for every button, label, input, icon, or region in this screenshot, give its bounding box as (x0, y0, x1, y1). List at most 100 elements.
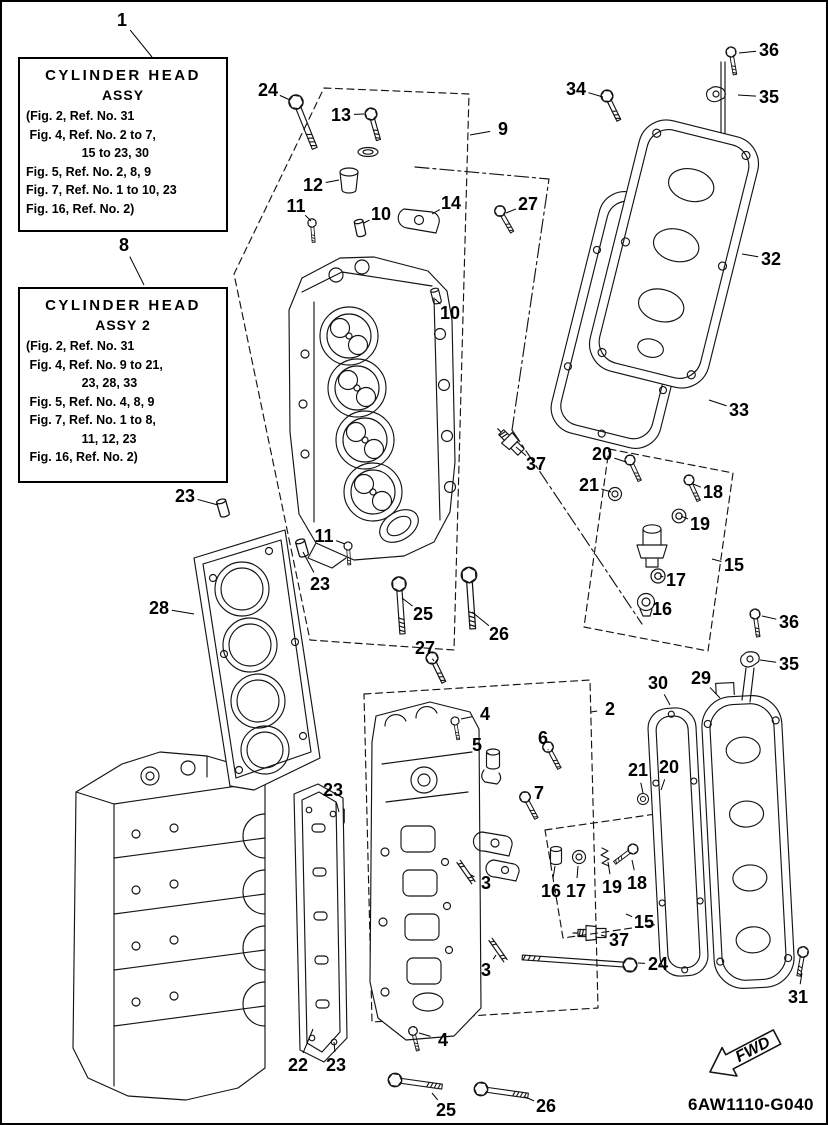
callout-leader-line (709, 687, 721, 699)
note-box-2-subtitle: ASSY 2 (95, 317, 151, 333)
sleeve-16-b (549, 845, 563, 866)
part-callout-17: 17 (666, 570, 686, 590)
callout-leader-line (129, 29, 153, 58)
callout-leader-line (171, 609, 195, 615)
part-callout-23: 23 (310, 574, 330, 594)
valve-cover-gasket-30 (647, 707, 709, 977)
part-callout-17: 17 (566, 881, 586, 901)
callout-leader-line (601, 488, 612, 493)
part-callout-26: 26 (489, 624, 509, 644)
part-callout-19: 19 (690, 514, 710, 534)
spring-19-b (600, 847, 610, 867)
part-callout-21: 21 (579, 475, 599, 495)
part-callout-8: 8 (119, 235, 129, 255)
part-callout-16: 16 (652, 599, 672, 619)
note-reference-line: (Fig. 2, Ref. No. 31 (26, 109, 135, 123)
callout-leader-line (761, 615, 777, 620)
callout-leader-line (492, 954, 497, 960)
part-callout-23: 23 (175, 486, 195, 506)
note-reference-line: Fig. 7, Ref. No. 1 to 8, (26, 413, 156, 427)
callout-leader-line (600, 934, 607, 938)
bolt-24-long (521, 954, 638, 973)
callout-leader-line (129, 256, 145, 286)
callout-leader-line (614, 457, 627, 463)
part-callout-11: 11 (286, 196, 305, 216)
callout-leader-line (625, 913, 633, 918)
callout-leader-line (631, 859, 635, 871)
callout-leader-line (590, 710, 598, 713)
anode-holder-fitting (636, 524, 668, 568)
seal-12 (339, 167, 359, 194)
callout-leader-line (471, 611, 490, 627)
note-reference-line: Fig. 4, Ref. No. 2 to 7, (26, 127, 156, 142)
section-chain-line (414, 166, 550, 431)
note-reference-line: 15 to 23, 30 (26, 146, 149, 160)
part-callout-4: 4 (480, 704, 490, 724)
part-callout-5: 5 (472, 735, 482, 755)
note-box-1-references: (Fig. 2, Ref. No. 31 Fig. 4, Ref. No. 2 … (26, 107, 220, 218)
callout-leader-line (607, 861, 611, 875)
note-box-2-references: (Fig. 2, Ref. No. 31 Fig. 4, Ref. No. 9 … (26, 337, 220, 467)
callout-leader-line (505, 208, 517, 214)
callout-leader-line (279, 94, 291, 101)
callout-leader-line (524, 1096, 535, 1102)
callout-leader-line (431, 658, 435, 662)
clamp-35-bottom (738, 649, 762, 703)
head-2-fasteners (386, 715, 674, 1103)
callout-leader-line (325, 179, 340, 184)
part-callout-32: 32 (761, 249, 781, 269)
callout-leader-line (659, 575, 664, 578)
callout-leader-line (487, 752, 490, 755)
part-callout-10: 10 (371, 204, 391, 224)
callout-leader-line (640, 782, 644, 794)
section-chain-line-2 (511, 429, 643, 625)
part-callout-21: 21 (628, 760, 648, 780)
callout-leader-line (759, 659, 777, 663)
part-callout-25: 25 (436, 1100, 456, 1120)
part-callout-11: 11 (314, 526, 333, 546)
callout-leader-line (302, 1028, 314, 1054)
part-callout-12: 12 (303, 175, 323, 195)
part-callout-34: 34 (566, 79, 586, 99)
part-callout-3: 3 (481, 960, 491, 980)
assy-1-dashed-outline (233, 87, 470, 651)
cylinder-head-assy2-note-box: CYLINDER HEAD ASSY 2 (Fig. 2, Ref. No. 3… (18, 287, 228, 483)
part-callout-27: 27 (518, 194, 538, 214)
retainer (357, 146, 379, 158)
callout-leader-line (660, 779, 666, 791)
part-callout-18: 18 (627, 873, 647, 893)
callout-leader-line (576, 865, 579, 879)
part-callout-37: 37 (609, 930, 629, 950)
note-box-1-title: CYLINDER HEAD (45, 67, 201, 84)
callout-leader-line (799, 972, 803, 985)
callout-leader-line (708, 399, 727, 407)
callout-leader-line (737, 94, 757, 97)
part-callout-33: 33 (729, 400, 749, 420)
assy-2-dashed-outline (363, 679, 599, 1023)
note-box-2-title: CYLINDER HEAD (45, 297, 201, 314)
cylinder-head-2 (369, 701, 482, 1041)
callout-leader-line (304, 214, 312, 222)
callout-leader-line (692, 483, 702, 488)
fitting-group-top (607, 452, 704, 617)
note-box-1-subtitle: ASSY (101, 87, 145, 103)
callout-leader-line (469, 130, 491, 136)
part-callout-9: 9 (498, 119, 508, 139)
callout-leader-line (431, 209, 440, 215)
note-reference-line: Fig. 7, Ref. No. 1 to 10, 23 (26, 183, 177, 197)
cylinder-block (72, 751, 266, 1101)
part-callout-26: 26 (536, 1096, 556, 1116)
part-callout-29: 29 (691, 668, 711, 688)
part-callout-10: 10 (440, 303, 460, 323)
callout-leader-line (515, 446, 527, 456)
part-callout-36: 36 (779, 612, 799, 632)
callout-leader-line (302, 551, 315, 573)
part-callout-24: 24 (648, 954, 668, 974)
valve-cover-32 (588, 119, 760, 389)
callout-leader-line (363, 219, 370, 224)
note-reference-line: Fig. 5, Ref. No. 4, 8, 9 (26, 394, 155, 409)
part-callout-36: 36 (759, 40, 779, 60)
part-callout-35: 35 (759, 87, 779, 107)
note-reference-line: (Fig. 2, Ref. No. 31 (26, 339, 135, 353)
